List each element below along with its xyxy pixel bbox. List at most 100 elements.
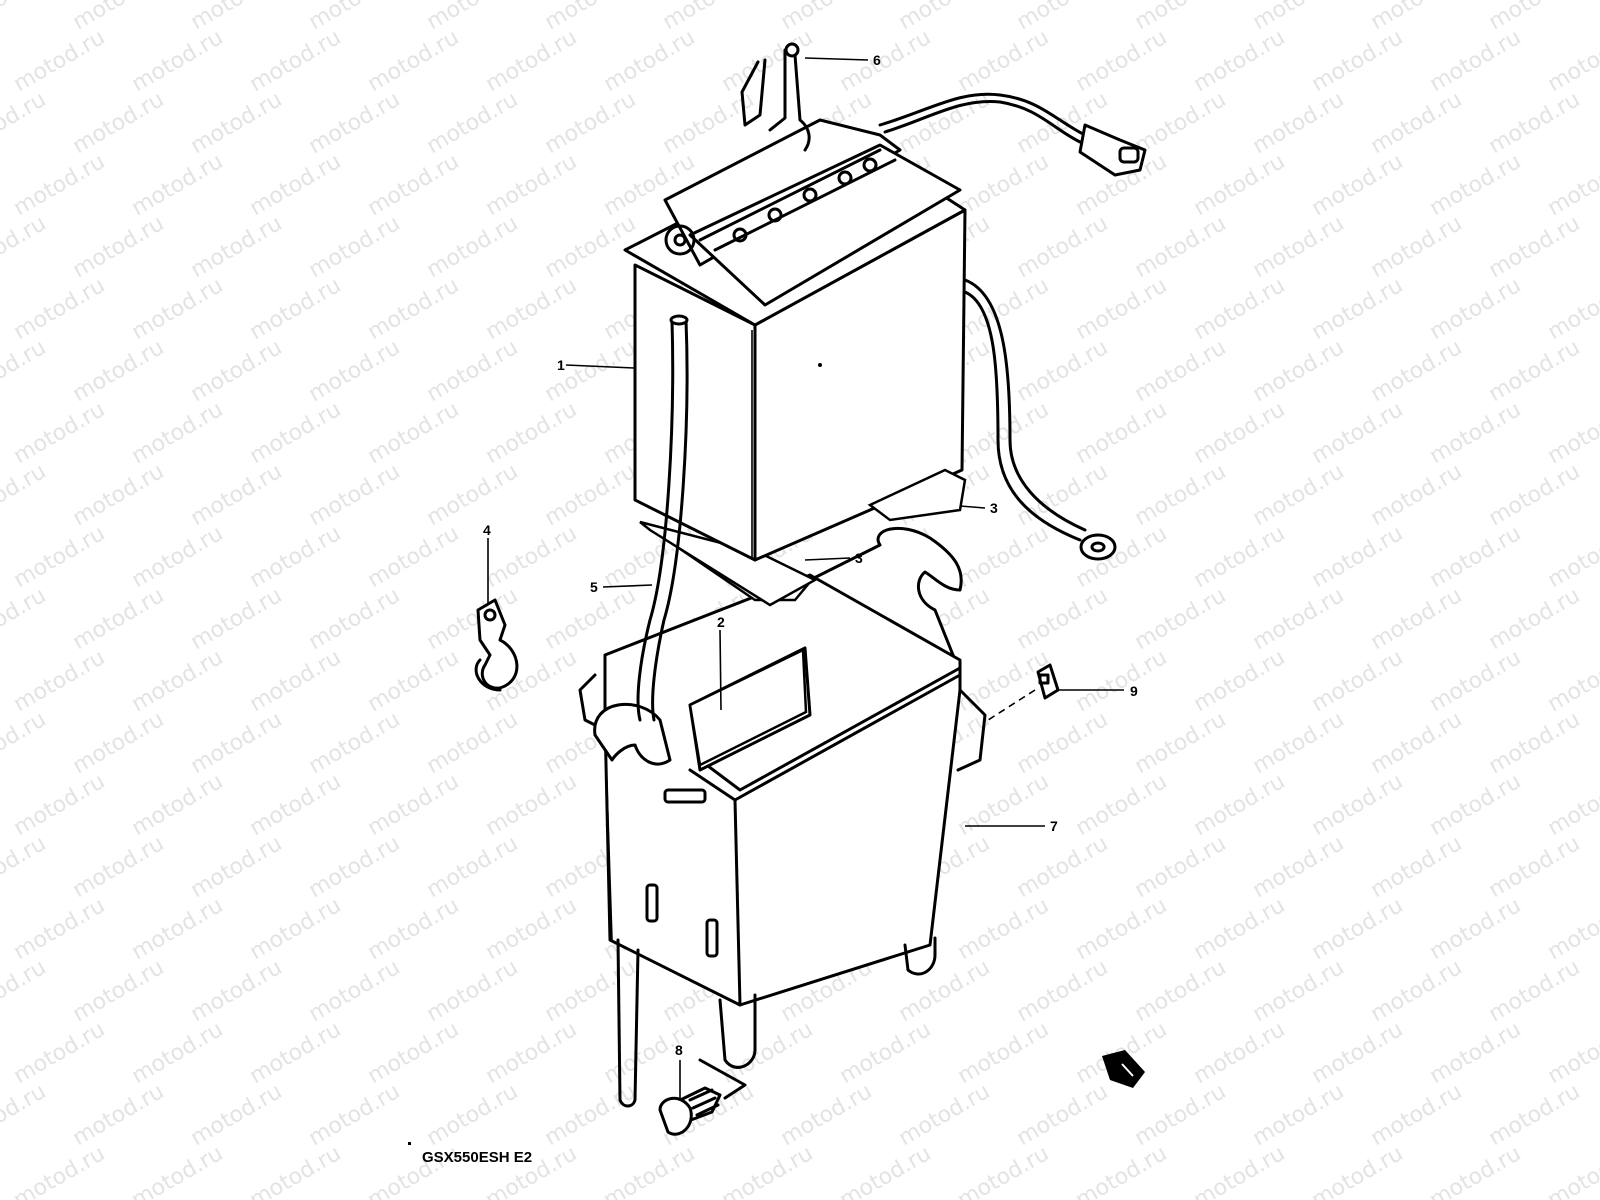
watermark-text: motod.ru bbox=[954, 1141, 1054, 1200]
nut bbox=[984, 663, 1060, 723]
callout-battery-case: 7 bbox=[1050, 818, 1058, 834]
pad-upper bbox=[867, 468, 967, 522]
watermark-text: motod.ru bbox=[954, 149, 1054, 221]
watermark-text: motod.ru bbox=[10, 397, 110, 469]
watermark-text: motod.ru bbox=[1367, 459, 1467, 531]
breather-hose bbox=[636, 314, 689, 722]
watermark-text: motod.ru bbox=[541, 211, 641, 283]
watermark-text: motod.ru bbox=[1190, 149, 1290, 221]
watermark-text: motod.ru bbox=[600, 1141, 700, 1200]
watermark-text: motod.ru bbox=[10, 893, 110, 965]
watermark-text: motod.ru bbox=[1013, 707, 1113, 779]
watermark-text: motod.ru bbox=[128, 273, 228, 345]
watermark-text: motod.ru bbox=[1013, 335, 1113, 407]
watermark-text: motod.ru bbox=[954, 1017, 1054, 1089]
callout-battery: 1 bbox=[557, 357, 565, 373]
watermark-text: motod.ru bbox=[1308, 273, 1408, 345]
watermark-text: motod.ru bbox=[954, 25, 1054, 97]
watermark-text: motod.ru bbox=[1308, 25, 1408, 97]
callout-breather-hose: 5 bbox=[590, 579, 598, 595]
watermark-text: motod.ru bbox=[423, 1079, 523, 1151]
watermark-text: motod.ru bbox=[482, 273, 582, 345]
watermark-text: motod.ru bbox=[1426, 397, 1526, 469]
watermark-text: motod.ru bbox=[0, 831, 50, 903]
watermark-text: motod.ru bbox=[10, 25, 110, 97]
watermark-text: motod.ru bbox=[423, 831, 523, 903]
watermark-text: motod.ru bbox=[187, 831, 287, 903]
watermark-text: motod.ru bbox=[1426, 273, 1526, 345]
watermark-text: motod.ru bbox=[1544, 893, 1600, 965]
watermark-text: motod.ru bbox=[954, 769, 1054, 841]
mount-bolt bbox=[658, 1086, 722, 1136]
watermark-text: motod.ru bbox=[305, 707, 405, 779]
watermark-text: motod.ru bbox=[836, 1017, 936, 1089]
watermark-text: motod.ru bbox=[1426, 645, 1526, 717]
watermark-text: motod.ru bbox=[246, 1017, 346, 1089]
watermark-text: motod.ru bbox=[1485, 583, 1585, 655]
watermark-text: motod.ru bbox=[541, 1079, 641, 1151]
watermark-text: motod.ru bbox=[1426, 1141, 1526, 1200]
watermark-text: motod.ru bbox=[1426, 25, 1526, 97]
watermark-text: motod.ru bbox=[777, 1079, 877, 1151]
watermark-text: motod.ru bbox=[0, 1079, 50, 1151]
watermark-text: motod.ru bbox=[0, 459, 50, 531]
watermark-text: motod.ru bbox=[246, 893, 346, 965]
watermark-text: motod.ru bbox=[1426, 149, 1526, 221]
watermark-text: motod.ru bbox=[777, 0, 877, 35]
watermark-text: motod.ru bbox=[718, 1141, 818, 1200]
watermark-text: motod.ru bbox=[187, 707, 287, 779]
watermark-text: motod.ru bbox=[1072, 25, 1172, 97]
watermark-text: motod.ru bbox=[1367, 335, 1467, 407]
watermark-text: motod.ru bbox=[541, 955, 641, 1027]
watermark-text: motod.ru bbox=[128, 1141, 228, 1200]
watermark-text: motod.ru bbox=[1013, 583, 1113, 655]
watermark-text: motod.ru bbox=[1367, 1079, 1467, 1151]
watermark-text: motod.ru bbox=[246, 521, 346, 593]
watermark-text: motod.ru bbox=[1249, 87, 1349, 159]
watermark-text: motod.ru bbox=[895, 955, 995, 1027]
watermark-text: motod.ru bbox=[1485, 707, 1585, 779]
callout-nut: 9 bbox=[1130, 683, 1138, 699]
watermark-text: motod.ru bbox=[187, 459, 287, 531]
watermark-text: motod.ru bbox=[10, 645, 110, 717]
watermark-text: motod.ru bbox=[246, 397, 346, 469]
watermark-text: motod.ru bbox=[718, 25, 818, 97]
watermark-text: motod.ru bbox=[187, 0, 287, 35]
watermark-text: motod.ru bbox=[187, 211, 287, 283]
watermark-text: motod.ru bbox=[187, 583, 287, 655]
watermark-text: motod.ru bbox=[187, 335, 287, 407]
watermark-text: motod.ru bbox=[69, 955, 169, 1027]
watermark-text: motod.ru bbox=[128, 769, 228, 841]
callout-pad-upper: 3 bbox=[990, 500, 998, 516]
watermark-text: motod.ru bbox=[364, 521, 464, 593]
battery-case bbox=[578, 526, 987, 1108]
watermark-text: motod.ru bbox=[1426, 1017, 1526, 1089]
watermark-text: motod.ru bbox=[1072, 273, 1172, 345]
watermark-text: motod.ru bbox=[954, 893, 1054, 965]
watermark-text: motod.ru bbox=[1544, 1141, 1600, 1200]
watermark-text: motod.ru bbox=[1190, 1141, 1290, 1200]
watermark-text: motod.ru bbox=[541, 335, 641, 407]
watermark-text: motod.ru bbox=[1485, 87, 1585, 159]
battery-lead bbox=[740, 42, 1147, 561]
leader-lines bbox=[487, 57, 1124, 1098]
watermark-text: motod.ru bbox=[1072, 1141, 1172, 1200]
watermark-text: motod.ru bbox=[1308, 1141, 1408, 1200]
watermark-text: motod.ru bbox=[1367, 0, 1467, 35]
callout-cushion-sheet: 2 bbox=[717, 614, 725, 630]
watermark-text: motod.ru bbox=[1249, 335, 1349, 407]
callout-pad-lower: 3 bbox=[855, 550, 863, 566]
watermark-text: motod.ru bbox=[1249, 459, 1349, 531]
watermark-text: motod.ru bbox=[836, 1141, 936, 1200]
watermark-text: motod.ru bbox=[423, 335, 523, 407]
callouts: 1 2 3 3 4 5 6 7 8 9 bbox=[483, 52, 1138, 1058]
watermark-text: motod.ru bbox=[1544, 769, 1600, 841]
watermark-text: motod.ru bbox=[69, 335, 169, 407]
clamp bbox=[474, 598, 519, 692]
watermark-text: motod.ru bbox=[1485, 831, 1585, 903]
watermark-text: motod.ru bbox=[364, 1017, 464, 1089]
watermark-text: motod.ru bbox=[1367, 831, 1467, 903]
callout-clamp: 4 bbox=[483, 522, 491, 538]
watermark-text: motod.ru bbox=[364, 769, 464, 841]
